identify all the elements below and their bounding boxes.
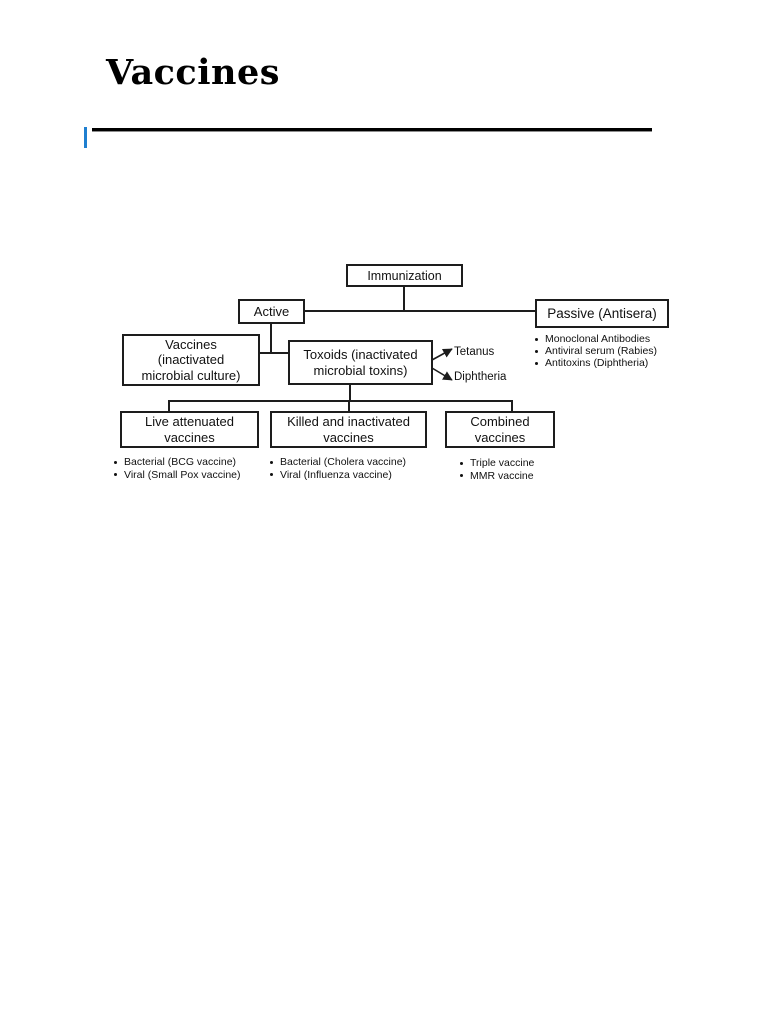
list-item: Monoclonal Antibodies <box>533 333 657 345</box>
list-item: Viral (Influenza vaccine) <box>268 469 406 482</box>
live-attenuated-item-list: Bacterial (BCG vaccine) Viral (Small Pox… <box>112 456 241 481</box>
connector-bottom-bar <box>168 400 513 402</box>
title-divider <box>84 126 654 150</box>
leaf-diphtheria: Diphtheria <box>454 371 507 383</box>
connector-active-stem <box>270 324 272 353</box>
node-active[interactable]: Active <box>238 299 305 324</box>
connector-immunization-stem <box>403 287 405 312</box>
list-item: MMR vaccine <box>458 470 534 483</box>
list-item: Bacterial (BCG vaccine) <box>112 456 241 469</box>
node-immunization-label: Immunization <box>367 268 442 283</box>
node-passive[interactable]: Passive (Antisera) <box>535 299 669 328</box>
node-vaccines-label: Vaccines (inactivated microbial culture) <box>141 336 241 383</box>
node-live-attenuated-vaccines[interactable]: Live attenuated vaccines <box>120 411 259 448</box>
connector-vaccines-toxoids <box>259 352 289 354</box>
node-passive-label: Passive (Antisera) <box>547 305 657 321</box>
immunization-flowchart: Immunization Active Passive (Antisera) V… <box>112 264 669 482</box>
node-combined-vaccines[interactable]: Combined vaccines <box>445 411 555 448</box>
list-item: Triple vaccine <box>458 457 534 470</box>
node-active-label: Active <box>253 304 290 319</box>
page-title: Vaccines <box>106 52 280 93</box>
list-item: Antitoxins (Diphtheria) <box>533 357 657 369</box>
node-combined-label: Combined vaccines <box>470 414 530 445</box>
killed-inactivated-item-list: Bacterial (Cholera vaccine) Viral (Influ… <box>268 456 406 481</box>
connector-drop-live <box>168 400 170 412</box>
list-item: Bacterial (Cholera vaccine) <box>268 456 406 469</box>
connector-toxoids-down <box>349 385 351 401</box>
list-item: Antiviral serum (Rabies) <box>533 345 657 357</box>
connector-drop-combined <box>511 400 513 412</box>
node-killed-inactivated-vaccines[interactable]: Killed and inactivated vaccines <box>270 411 427 448</box>
node-toxoids-label: Toxoids (inactivated microbial toxins) <box>303 347 418 378</box>
leaf-tetanus: Tetanus <box>454 346 495 358</box>
node-live-attenuated-label: Live attenuated vaccines <box>145 414 234 445</box>
title-divider-accent-tick <box>84 127 87 148</box>
title-divider-line <box>92 128 652 131</box>
arrow-to-diphtheria <box>431 367 453 381</box>
list-item: Viral (Small Pox vaccine) <box>112 469 241 482</box>
passive-item-list: Monoclonal Antibodies Antiviral serum (R… <box>533 333 657 369</box>
connector-drop-killed <box>348 400 350 412</box>
node-vaccines[interactable]: Vaccines (inactivated microbial culture) <box>122 334 260 386</box>
node-toxoids[interactable]: Toxoids (inactivated microbial toxins) <box>288 340 433 385</box>
node-immunization[interactable]: Immunization <box>346 264 463 287</box>
arrow-to-tetanus <box>431 348 453 361</box>
node-killed-inactivated-label: Killed and inactivated vaccines <box>287 414 410 445</box>
toxoid-arrows <box>431 348 453 381</box>
combined-item-list: Triple vaccine MMR vaccine <box>458 457 534 482</box>
connector-active-passive-bar <box>305 310 536 312</box>
title-divider-shadow-line <box>92 131 652 132</box>
